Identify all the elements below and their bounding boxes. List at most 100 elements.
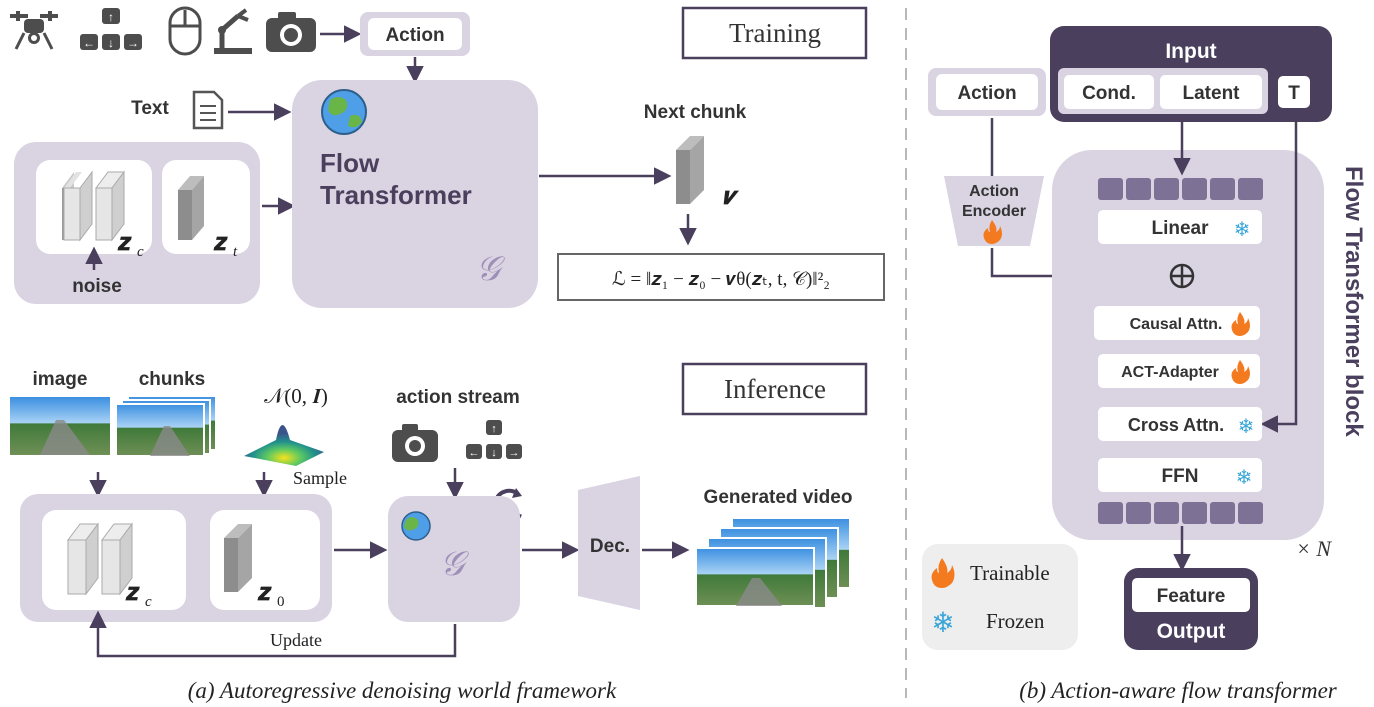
legend-frozen-label: Frozen bbox=[986, 609, 1045, 633]
action-encoder-label-1: Action bbox=[969, 183, 1019, 200]
sample-label: Sample bbox=[293, 468, 347, 488]
timestep-box bbox=[1278, 76, 1310, 108]
zc-subscript: c bbox=[137, 244, 144, 260]
stream-camera-icon bbox=[392, 424, 438, 462]
svg-text:↓: ↓ bbox=[108, 36, 114, 50]
inference-globe-icon bbox=[401, 511, 431, 541]
image-label: image bbox=[33, 369, 88, 390]
cross-frozen-icon: ❄ bbox=[1238, 416, 1255, 438]
encoder-fire-icon bbox=[983, 220, 1002, 244]
token-row-top bbox=[1098, 178, 1263, 200]
inference-model-symbol: 𝒢 bbox=[440, 546, 469, 583]
feature-label: Feature bbox=[1157, 586, 1226, 607]
drone-icon bbox=[10, 11, 58, 50]
svg-text:←: ← bbox=[469, 447, 480, 459]
latent-label: Latent bbox=[1183, 83, 1241, 104]
flow-transformer-box bbox=[292, 80, 538, 308]
repeat-n-label: × N bbox=[1296, 536, 1332, 561]
camera-icon bbox=[266, 12, 316, 52]
causal-attn-label: Causal Attn. bbox=[1130, 316, 1223, 333]
svg-text:→: → bbox=[127, 36, 139, 50]
block-action-label: Action bbox=[957, 83, 1016, 104]
caption-left: (a) Autoregressive denoising world frame… bbox=[188, 678, 617, 703]
training-section: ↑ ← ↓ → Action Training bbox=[10, 6, 885, 308]
causal-fire-icon bbox=[1231, 312, 1250, 336]
generated-video-label: Generated video bbox=[704, 487, 853, 508]
model-symbol-g: 𝒢 bbox=[476, 251, 505, 288]
act-adapter-label: ACT-Adapter bbox=[1121, 364, 1219, 381]
inference-noise-cube bbox=[224, 524, 252, 592]
training-action-label: Action bbox=[385, 25, 444, 46]
flow-transformer-label-2: Transformer bbox=[320, 180, 472, 210]
inference-zc-symbol: 𝒛 bbox=[125, 580, 140, 606]
causal-attn-layer bbox=[1094, 306, 1260, 340]
ffn-frozen-icon: ❄ bbox=[1236, 467, 1253, 489]
action-stream-label: action stream bbox=[396, 387, 520, 408]
legend-box bbox=[922, 544, 1078, 650]
training-title: Training bbox=[729, 18, 821, 48]
update-label: Update bbox=[270, 630, 322, 650]
svg-text:←: ← bbox=[83, 36, 95, 50]
input-title: Input bbox=[1165, 40, 1216, 63]
action-aware-block-section: Action Action Encoder Input Cond. Latent… bbox=[922, 26, 1367, 650]
robot-arm-icon bbox=[214, 8, 252, 54]
cross-attn-label: Cross Attn. bbox=[1128, 415, 1224, 435]
action-encoder-label-2: Encoder bbox=[962, 203, 1026, 220]
inference-context-cubes bbox=[67, 522, 133, 596]
zt-subscript: t bbox=[233, 244, 238, 260]
linear-frozen-icon: ❄ bbox=[1234, 219, 1251, 241]
cross-attn-layer bbox=[1098, 407, 1262, 441]
velocity-symbol: 𝒗 bbox=[722, 184, 740, 210]
token-row-bottom bbox=[1098, 502, 1263, 524]
zc-symbol: 𝒛 bbox=[117, 230, 132, 256]
ffn-label: FFN bbox=[1162, 466, 1199, 487]
noise-label: noise bbox=[72, 276, 122, 297]
z0-symbol: 𝒛 bbox=[257, 580, 272, 606]
loss-formula: ℒ = ‖𝒛₁ − 𝒛₀ − 𝒗θ(𝒛ₜ, t, 𝒞)‖²₂ bbox=[612, 269, 830, 290]
noisy-latent-cube bbox=[178, 176, 204, 240]
update-loop-arrow bbox=[89, 610, 457, 658]
ffn-layer bbox=[1098, 458, 1262, 492]
decoder-label: Dec. bbox=[590, 536, 630, 557]
mouse-icon bbox=[168, 6, 202, 56]
caption-right: (b) Action-aware flow transformer bbox=[1019, 678, 1338, 703]
next-chunk-label: Next chunk bbox=[644, 102, 747, 123]
loss-box bbox=[557, 253, 885, 301]
legend-fire-icon bbox=[931, 558, 955, 588]
gaussian-distribution-label: 𝒩(0, 𝑰) bbox=[264, 384, 328, 408]
zt-symbol: 𝒛 bbox=[213, 230, 228, 256]
legend-snowflake-icon: ❄ bbox=[931, 607, 954, 638]
inference-zc-subscript: c bbox=[145, 594, 152, 610]
svg-text:↑: ↑ bbox=[491, 423, 497, 435]
gaussian-sample-icon bbox=[244, 425, 324, 466]
block-title-vertical: Flow Transformer block bbox=[1340, 166, 1367, 437]
legend-trainable-label: Trainable bbox=[970, 561, 1050, 585]
timestep-label: T bbox=[1288, 83, 1300, 104]
cond-label: Cond. bbox=[1082, 83, 1136, 104]
cond-box bbox=[1064, 75, 1154, 109]
action-encoder bbox=[944, 176, 1044, 246]
svg-text:↑: ↑ bbox=[108, 10, 114, 24]
stream-arrow-keys-icon: ↑ ← ↓ → bbox=[466, 420, 522, 459]
flow-transformer-block bbox=[1052, 150, 1324, 540]
svg-text:↓: ↓ bbox=[491, 447, 497, 459]
generated-video-frames bbox=[695, 517, 851, 609]
output-label: Output bbox=[1157, 620, 1226, 643]
svg-text:→: → bbox=[509, 447, 520, 459]
chunk-thumbnails bbox=[115, 395, 217, 457]
arrow-keys-icon: ↑ ← ↓ → bbox=[80, 8, 142, 50]
chunks-label: chunks bbox=[139, 369, 206, 390]
globe-icon bbox=[321, 89, 367, 135]
inference-section: Inference image chunks 𝒩(0, 𝑰) Sample bbox=[10, 362, 868, 658]
latent-box bbox=[1160, 75, 1262, 109]
decoder-trapezoid bbox=[578, 476, 640, 610]
next-chunk-cube bbox=[676, 136, 704, 204]
text-input-label: Text bbox=[131, 98, 169, 119]
document-icon bbox=[192, 90, 224, 130]
act-adapter-layer bbox=[1098, 354, 1260, 388]
z0-subscript: 0 bbox=[277, 594, 285, 610]
flow-transformer-label-1: Flow bbox=[320, 148, 380, 178]
context-latent-cubes bbox=[62, 170, 125, 242]
adapter-fire-icon bbox=[1231, 360, 1250, 384]
inference-title: Inference bbox=[724, 374, 826, 404]
